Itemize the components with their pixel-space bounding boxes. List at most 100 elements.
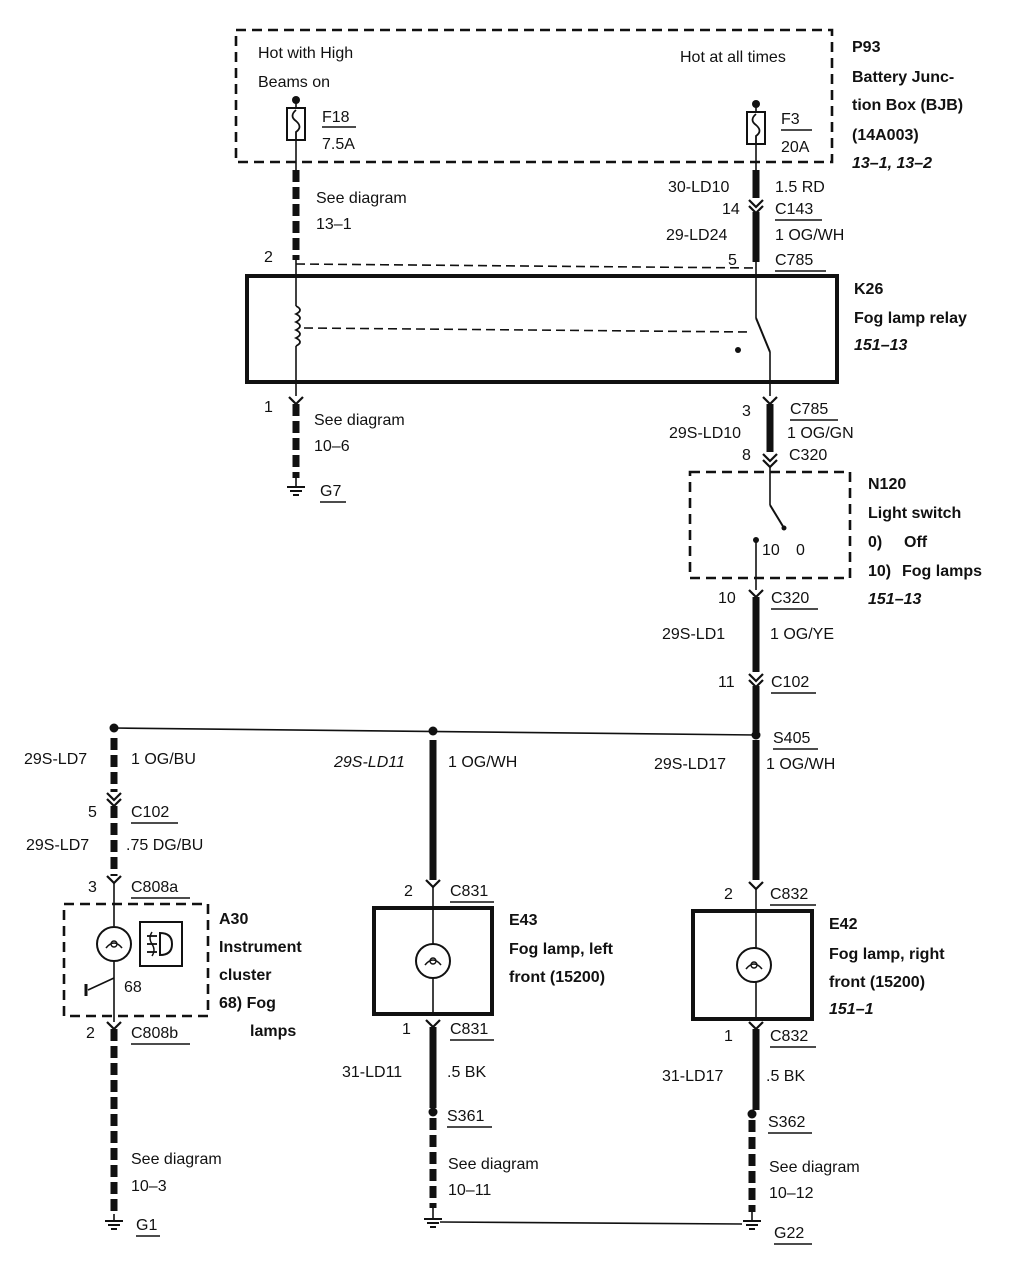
c832-connector-out: C832 [770, 1028, 808, 1045]
wire-29s-ld17-circuit: 29S-LD17 [654, 756, 726, 773]
c102-pin-5: 5 [88, 804, 97, 821]
ground-g1-label: G1 [136, 1217, 157, 1234]
indicator-bulb-icon [96, 926, 132, 962]
c808b-pin-2: 2 [86, 1025, 95, 1042]
left-see-diagram-line2: 13–1 [316, 216, 352, 233]
c831-connector-out: C831 [450, 1021, 488, 1038]
c831-connector-in: C831 [450, 883, 488, 900]
wire-29s-ld7-gauge: 1 OG/BU [131, 751, 196, 768]
light-switch-contact-0: 0 [796, 542, 805, 559]
cluster-name-line4: lamps [250, 1023, 296, 1040]
c320-connector-bottom: C320 [771, 590, 809, 607]
wire-29s-ld17-gauge: 1 OG/WH [766, 756, 835, 773]
light-switch-ref: 151–13 [868, 591, 921, 608]
c808a-pin-3: 3 [88, 879, 97, 896]
c320-pin-10: 10 [718, 590, 736, 607]
relay-coil-icon [293, 305, 301, 347]
wire-29s-ld10-circuit: 29S-LD10 [669, 425, 741, 442]
wire-29s-ld7-b-circuit: 29S-LD7 [26, 837, 89, 854]
c102-pin-11: 11 [718, 674, 735, 691]
fog-lamp-right-name-line1: Fog lamp, right [829, 946, 945, 963]
c102-connector-left: C102 [131, 804, 169, 821]
fog-lamp-left-bulb-icon [415, 943, 451, 979]
relay-name: Fog lamp relay [854, 310, 967, 327]
wire-31-ld17-circuit: 31-LD17 [662, 1068, 723, 1085]
c143-connector: C143 [775, 201, 813, 218]
splice-s405-label: S405 [773, 730, 810, 747]
wire-relay-to-g7 [287, 396, 305, 496]
light-switch-pos0-num: 0) [868, 534, 882, 551]
splice-s362-label: S362 [768, 1114, 805, 1131]
ground-g7-label: G7 [320, 483, 341, 500]
wire-29-ld24-gauge: 1 OG/WH [775, 227, 844, 244]
relay-ref: 151–13 [854, 337, 907, 354]
instrument-cluster-outline [62, 902, 210, 1018]
cluster-id: A30 [219, 911, 248, 928]
c320-pin-8: 8 [742, 447, 751, 464]
light-switch: 10 0 [688, 470, 852, 590]
wire-30-ld10-gauge: 1.5 RD [775, 179, 825, 196]
relay-connector-top: C785 [775, 252, 813, 269]
fuse-f18-icon [286, 96, 306, 170]
wire-29s-ld10-gauge: 1 OG/GN [787, 425, 854, 442]
fuse-f3-id: F3 [781, 111, 800, 128]
bjb-name-line1: Battery Junc- [852, 69, 954, 86]
light-switch-outline [688, 470, 852, 580]
relay-pin-3: 3 [742, 403, 751, 420]
c832-pin-2: 2 [724, 886, 733, 903]
bjb-name-line2: tion Box (BJB) [852, 97, 963, 114]
left-lamp-see-diagram-line1: See diagram [448, 1156, 539, 1173]
splice-s361-dot [428, 1107, 438, 1117]
wire-29s-ld7-b-gauge: .75 DG/BU [126, 837, 203, 854]
wire-31-ld11-gauge: .5 BK [447, 1064, 486, 1081]
bjb-note-right: Hot at all times [680, 49, 786, 66]
fuse-f18-id: F18 [322, 109, 350, 126]
c808b-connector: C808b [131, 1025, 178, 1042]
wire-29s-ld11-circuit: 29S-LD11 [333, 754, 405, 771]
fog-lamp-right [691, 909, 814, 1021]
bjb-note-left-line2: Beams on [258, 74, 330, 91]
c831-pin-1: 1 [402, 1021, 411, 1038]
wire-30-ld10-circuit: 30-LD10 [668, 179, 729, 196]
light-switch-pos10-label: Fog lamps [902, 563, 982, 580]
c143-pin: 14 [722, 201, 740, 218]
fuse-f3-icon [746, 100, 766, 170]
wire-29-ld24-circuit: 29-LD24 [666, 227, 727, 244]
splice-s361-label: S361 [447, 1108, 484, 1125]
splice-s405 [109, 723, 761, 740]
wire-29s-ld1-circuit: 29S-LD1 [662, 626, 725, 643]
fog-lamp-symbol-icon [139, 921, 183, 967]
fog-lamp-right-id: E42 [829, 916, 858, 933]
wire-29s-ld1-gauge: 1 OG/YE [770, 626, 834, 643]
c102-connector-right: C102 [771, 674, 809, 691]
bjb-ref: 13–1, 13–2 [852, 155, 932, 172]
bjb-part: (14A003) [852, 127, 919, 144]
c832-pin-1: 1 [724, 1028, 733, 1045]
ground-g7-icon [287, 478, 305, 496]
wire-29s-ld11-gauge: 1 OG/WH [448, 754, 517, 771]
light-switch-contact-10: 10 [762, 542, 780, 559]
relay-see-diagram-line1: See diagram [314, 412, 405, 429]
fog-lamp-right-ref: 151–1 [829, 1001, 874, 1018]
light-switch-id: N120 [868, 476, 906, 493]
light-switch-contact-icon [769, 504, 785, 529]
wire-switch-to-s405 [748, 589, 764, 732]
wire-branch-right [748, 740, 764, 910]
light-switch-pos0-label: Off [904, 534, 928, 551]
bjb-id: P93 [852, 39, 881, 56]
wire-left-lamp-to-ground [424, 1019, 743, 1228]
relay-connector-bottom: C785 [790, 401, 828, 418]
splice-s362-dot [747, 1109, 757, 1119]
battery-junction-box: Hot with High Beams on Hot at all times … [234, 28, 963, 172]
left-lamp-see-diagram-line2: 10–11 [448, 1182, 491, 1199]
relay-id: K26 [854, 281, 883, 298]
fog-lamp-left [372, 906, 494, 1016]
light-switch-name: Light switch [868, 505, 961, 522]
c832-connector-in: C832 [770, 886, 808, 903]
c320-connector-top: C320 [789, 447, 827, 464]
instrument-cluster: 68 [62, 902, 210, 1022]
indicator-pin-68-icon [84, 977, 115, 996]
relay-switch-contact-icon [755, 317, 771, 353]
relay-see-diagram-line2: 10–6 [314, 438, 350, 455]
cluster-name-line2: cluster [219, 967, 271, 984]
